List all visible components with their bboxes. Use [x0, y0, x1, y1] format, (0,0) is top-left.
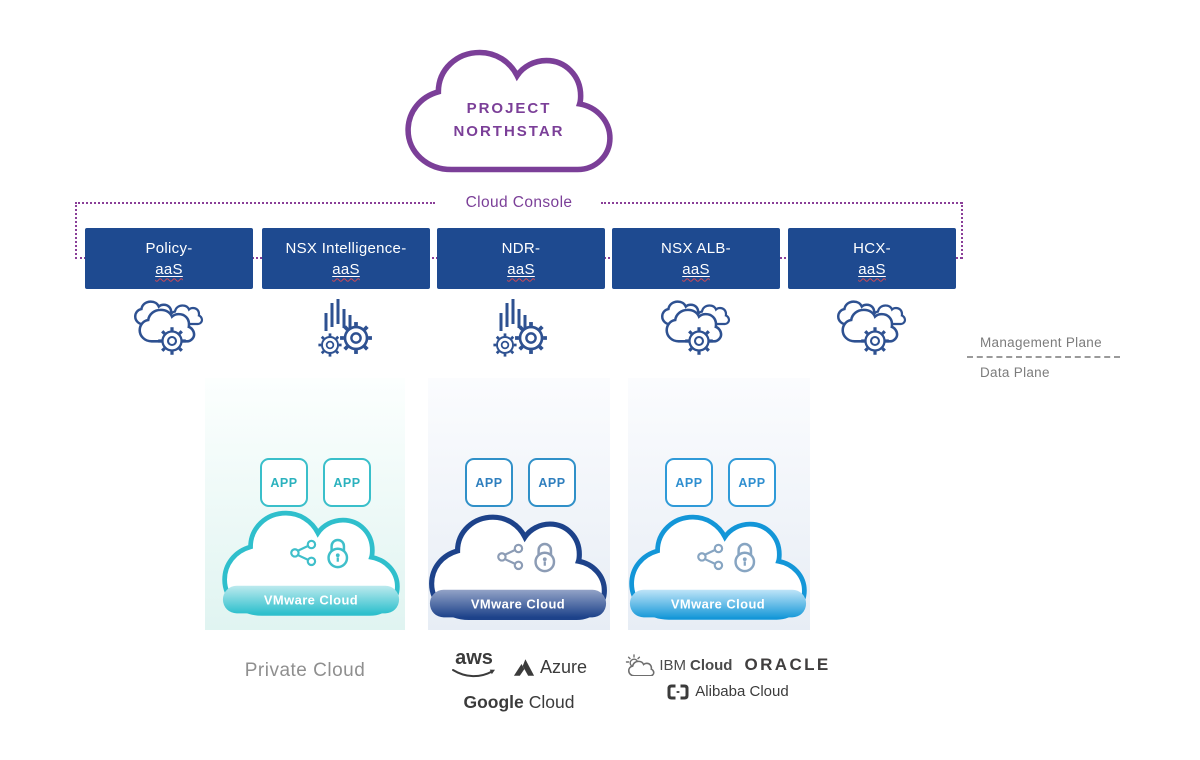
service-box-nsx-alb-aas: NSX ALB- aaS — [612, 228, 780, 289]
google-cloud-word: Cloud — [528, 692, 575, 712]
app-label: APP — [538, 475, 566, 490]
service-box-ndr-aas: NDR- aaS — [437, 228, 605, 289]
management-plane-label: Management Plane — [980, 335, 1102, 350]
service-suffix: aaS — [507, 260, 535, 278]
service-suffix: aaS — [155, 260, 183, 278]
northstar-title-line1: PROJECT — [466, 100, 552, 117]
app-label: APP — [475, 475, 503, 490]
service-name: NDR- — [501, 239, 541, 257]
cloud-console-label: Cloud Console — [437, 194, 601, 212]
vmware-cloud-label: VMware Cloud — [671, 597, 765, 612]
service-box-hcx-aas: HCX- aaS — [788, 228, 956, 289]
alibaba-cloud-logo: Alibaba Cloud — [613, 683, 843, 700]
google-cloud-logo: Google Cloud — [420, 692, 618, 713]
app-label: APP — [333, 475, 361, 490]
aws-wordmark: aws — [455, 647, 493, 669]
service-suffix: aaS — [682, 260, 710, 278]
console-border-right — [961, 202, 963, 259]
console-border-left — [75, 202, 77, 259]
service-suffix: aaS — [858, 260, 886, 278]
app-box: APP — [528, 458, 576, 507]
app-box: APP — [728, 458, 776, 507]
console-border-top-left — [75, 202, 435, 204]
public-cloud-logos-2: IBM Cloud ORACLE Alibaba Cloud — [613, 654, 843, 700]
service-name: HCX- — [853, 239, 891, 257]
analytics-gear-icon — [492, 299, 549, 358]
vmware-cloud-private: VMware Cloud — [216, 498, 406, 632]
public-cloud-logos-1: aws Azure Google Cloud — [420, 647, 618, 713]
console-border-top-right — [601, 202, 962, 204]
cloud-gear-icon — [660, 300, 731, 357]
cloud-gear-icon — [836, 300, 907, 357]
service-name: NSX Intelligence- — [285, 239, 407, 257]
azure-icon — [513, 658, 535, 676]
analytics-gear-icon — [317, 299, 374, 358]
ibm-cloud-logo: IBM Cloud — [625, 654, 732, 676]
northstar-title-line2: NORTHSTAR — [453, 122, 565, 140]
service-name: Policy- — [145, 239, 193, 257]
aws-swoosh-icon — [451, 669, 495, 678]
data-plane-label: Data Plane — [980, 365, 1050, 380]
vmware-cloud-ibm-oracle-alibaba: VMware Cloud — [623, 502, 813, 636]
ibm-cloud-icon — [626, 654, 655, 676]
alibaba-icon — [667, 684, 689, 699]
private-cloud-label: Private Cloud — [244, 660, 366, 681]
app-box: APP — [323, 458, 371, 507]
vmware-cloud-aws-azure-google: VMware Cloud — [423, 502, 613, 636]
app-box: APP — [260, 458, 308, 507]
ibm-wordmark: IBM — [659, 656, 686, 674]
app-box: APP — [465, 458, 513, 507]
app-label: APP — [738, 475, 766, 490]
google-wordmark: Google — [463, 692, 524, 712]
plane-divider — [967, 356, 1120, 358]
service-box-policy-aas: Policy- aaS — [85, 228, 253, 289]
service-box-nsx-intelligence-aas: NSX Intelligence- aaS — [262, 228, 430, 289]
service-name: NSX ALB- — [661, 239, 731, 257]
oracle-wordmark: ORACLE — [744, 655, 831, 674]
aws-logo: aws — [451, 647, 497, 684]
northstar-title: PROJECT NORTHSTAR — [398, 98, 620, 143]
vmware-cloud-label: VMware Cloud — [264, 593, 358, 608]
alibaba-wordmark: Alibaba Cloud — [695, 683, 789, 700]
app-box: APP — [665, 458, 713, 507]
azure-logo: Azure — [513, 657, 587, 678]
ibm-cloud-word: Cloud — [689, 656, 733, 674]
cloud-gear-icon — [134, 300, 204, 357]
azure-wordmark: Azure — [539, 656, 588, 677]
app-label: APP — [675, 475, 703, 490]
vmware-cloud-label: VMware Cloud — [471, 597, 565, 612]
service-suffix: aaS — [332, 260, 360, 278]
app-label: APP — [270, 475, 298, 490]
